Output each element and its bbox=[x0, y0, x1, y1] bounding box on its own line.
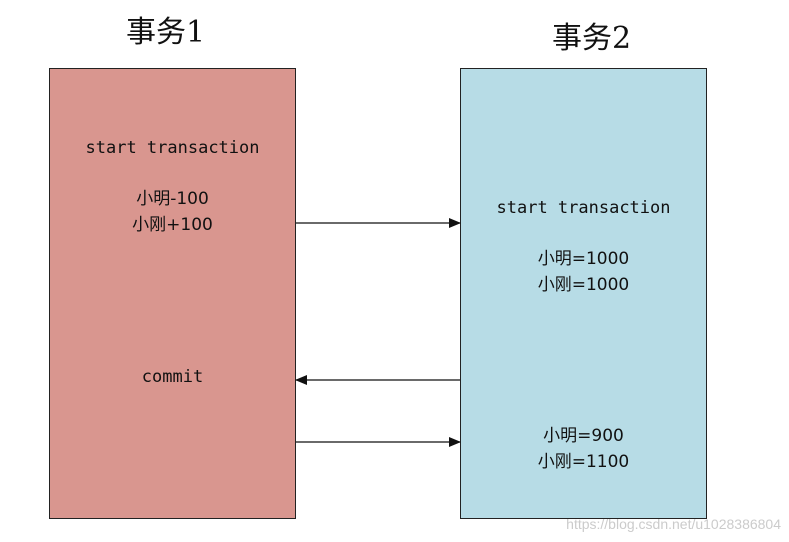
tx1-start-label: start transaction bbox=[85, 138, 260, 158]
transaction-1-box bbox=[49, 68, 296, 519]
tx2-start-label: start transaction bbox=[496, 198, 671, 218]
tx1-op1-label: 小明-100 bbox=[136, 189, 209, 209]
tx2-read2-a: 小明=900 bbox=[543, 426, 624, 446]
tx1-commit-label: commit bbox=[141, 367, 204, 387]
transaction-2-box bbox=[460, 68, 707, 519]
tx2-read2-b: 小刚=1100 bbox=[537, 452, 630, 472]
tx1-op2-label: 小刚+100 bbox=[132, 215, 213, 235]
transaction-2-title: 事务2 bbox=[552, 21, 632, 56]
tx2-read1-b: 小刚=1000 bbox=[537, 275, 630, 295]
tx2-read1-a: 小明=1000 bbox=[537, 249, 630, 269]
watermark: https://blog.csdn.net/u1028386804 bbox=[566, 516, 781, 532]
transaction-1-title: 事务1 bbox=[126, 15, 206, 50]
